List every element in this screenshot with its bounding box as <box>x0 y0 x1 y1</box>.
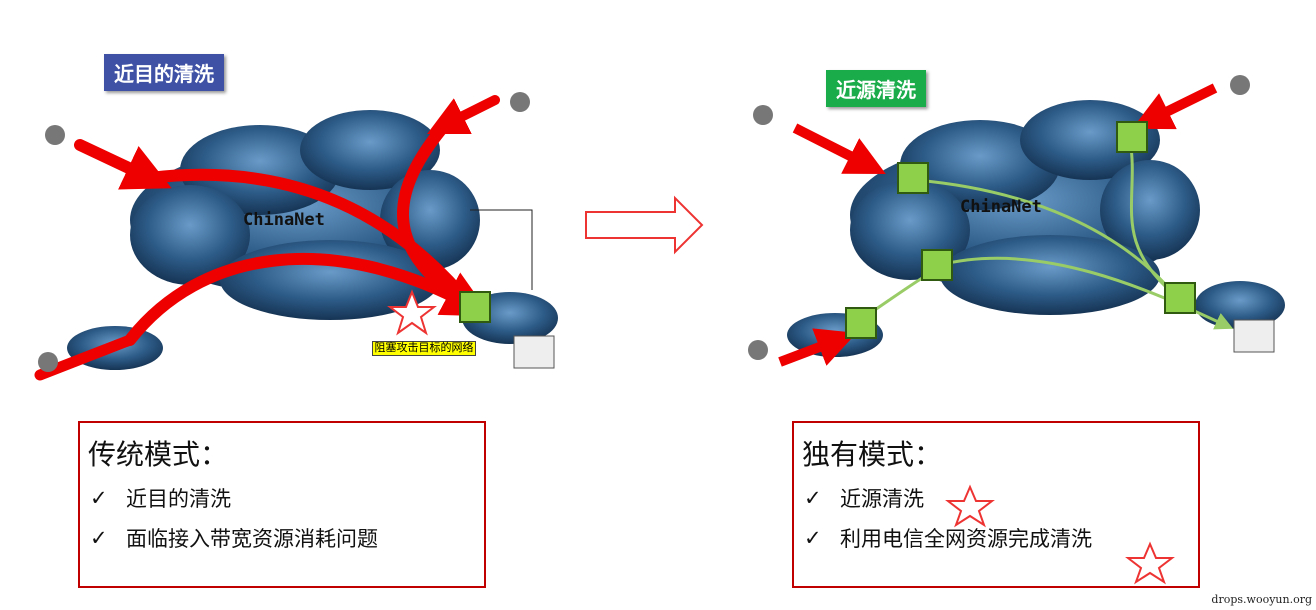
watermark: drops.wooyun.org <box>1211 593 1312 606</box>
check-icon: ✓ <box>804 486 822 510</box>
star-icon <box>387 289 437 336</box>
scrubbing-devices <box>459 121 1196 339</box>
item-text: 近源清洗 <box>840 488 924 511</box>
cloud-label-left: ChinaNet <box>243 210 325 230</box>
check-icon: ✓ <box>90 486 108 510</box>
list-item: ✓ 利用电信全网资源完成清洗 <box>804 523 1198 553</box>
check-icon: ✓ <box>90 526 108 550</box>
traditional-mode-box: 传统模式： ✓ 近目的清洗 ✓ 面临接入带宽资源消耗问题 <box>78 421 486 588</box>
box-title: 传统模式： <box>88 439 229 470</box>
box-title: 独有模式： <box>802 439 943 470</box>
link-line <box>470 209 533 290</box>
attack-arrows-right <box>778 83 1218 367</box>
hacker-skull-icons <box>38 75 1250 372</box>
right-tag: 近源清洗 <box>826 70 926 107</box>
item-text: 面临接入带宽资源消耗问题 <box>126 528 378 551</box>
callout-label: 阻塞攻击目标的网络 <box>372 341 476 356</box>
hollow-right-arrow-icon <box>585 195 704 255</box>
item-text: 利用电信全网资源完成清洗 <box>840 528 1092 551</box>
list-item: ✓ 近目的清洗 <box>90 483 484 513</box>
list-item: ✓ 近源清洗 <box>804 483 1198 513</box>
check-icon: ✓ <box>804 526 822 550</box>
list-item: ✓ 面临接入带宽资源消耗问题 <box>90 523 484 553</box>
unique-mode-box: 独有模式： ✓ 近源清洗 ✓ 利用电信全网资源完成清洗 <box>792 421 1200 588</box>
item-text: 近目的清洗 <box>126 488 231 511</box>
star-icon <box>1125 541 1175 585</box>
star-icon <box>945 484 995 528</box>
left-tag: 近目的清洗 <box>104 54 224 91</box>
cloud-label-right: ChinaNet <box>960 197 1042 217</box>
server-icons <box>513 319 1275 369</box>
attack-arrows-left <box>34 95 500 381</box>
cloud-chinanet-right <box>850 100 1200 315</box>
